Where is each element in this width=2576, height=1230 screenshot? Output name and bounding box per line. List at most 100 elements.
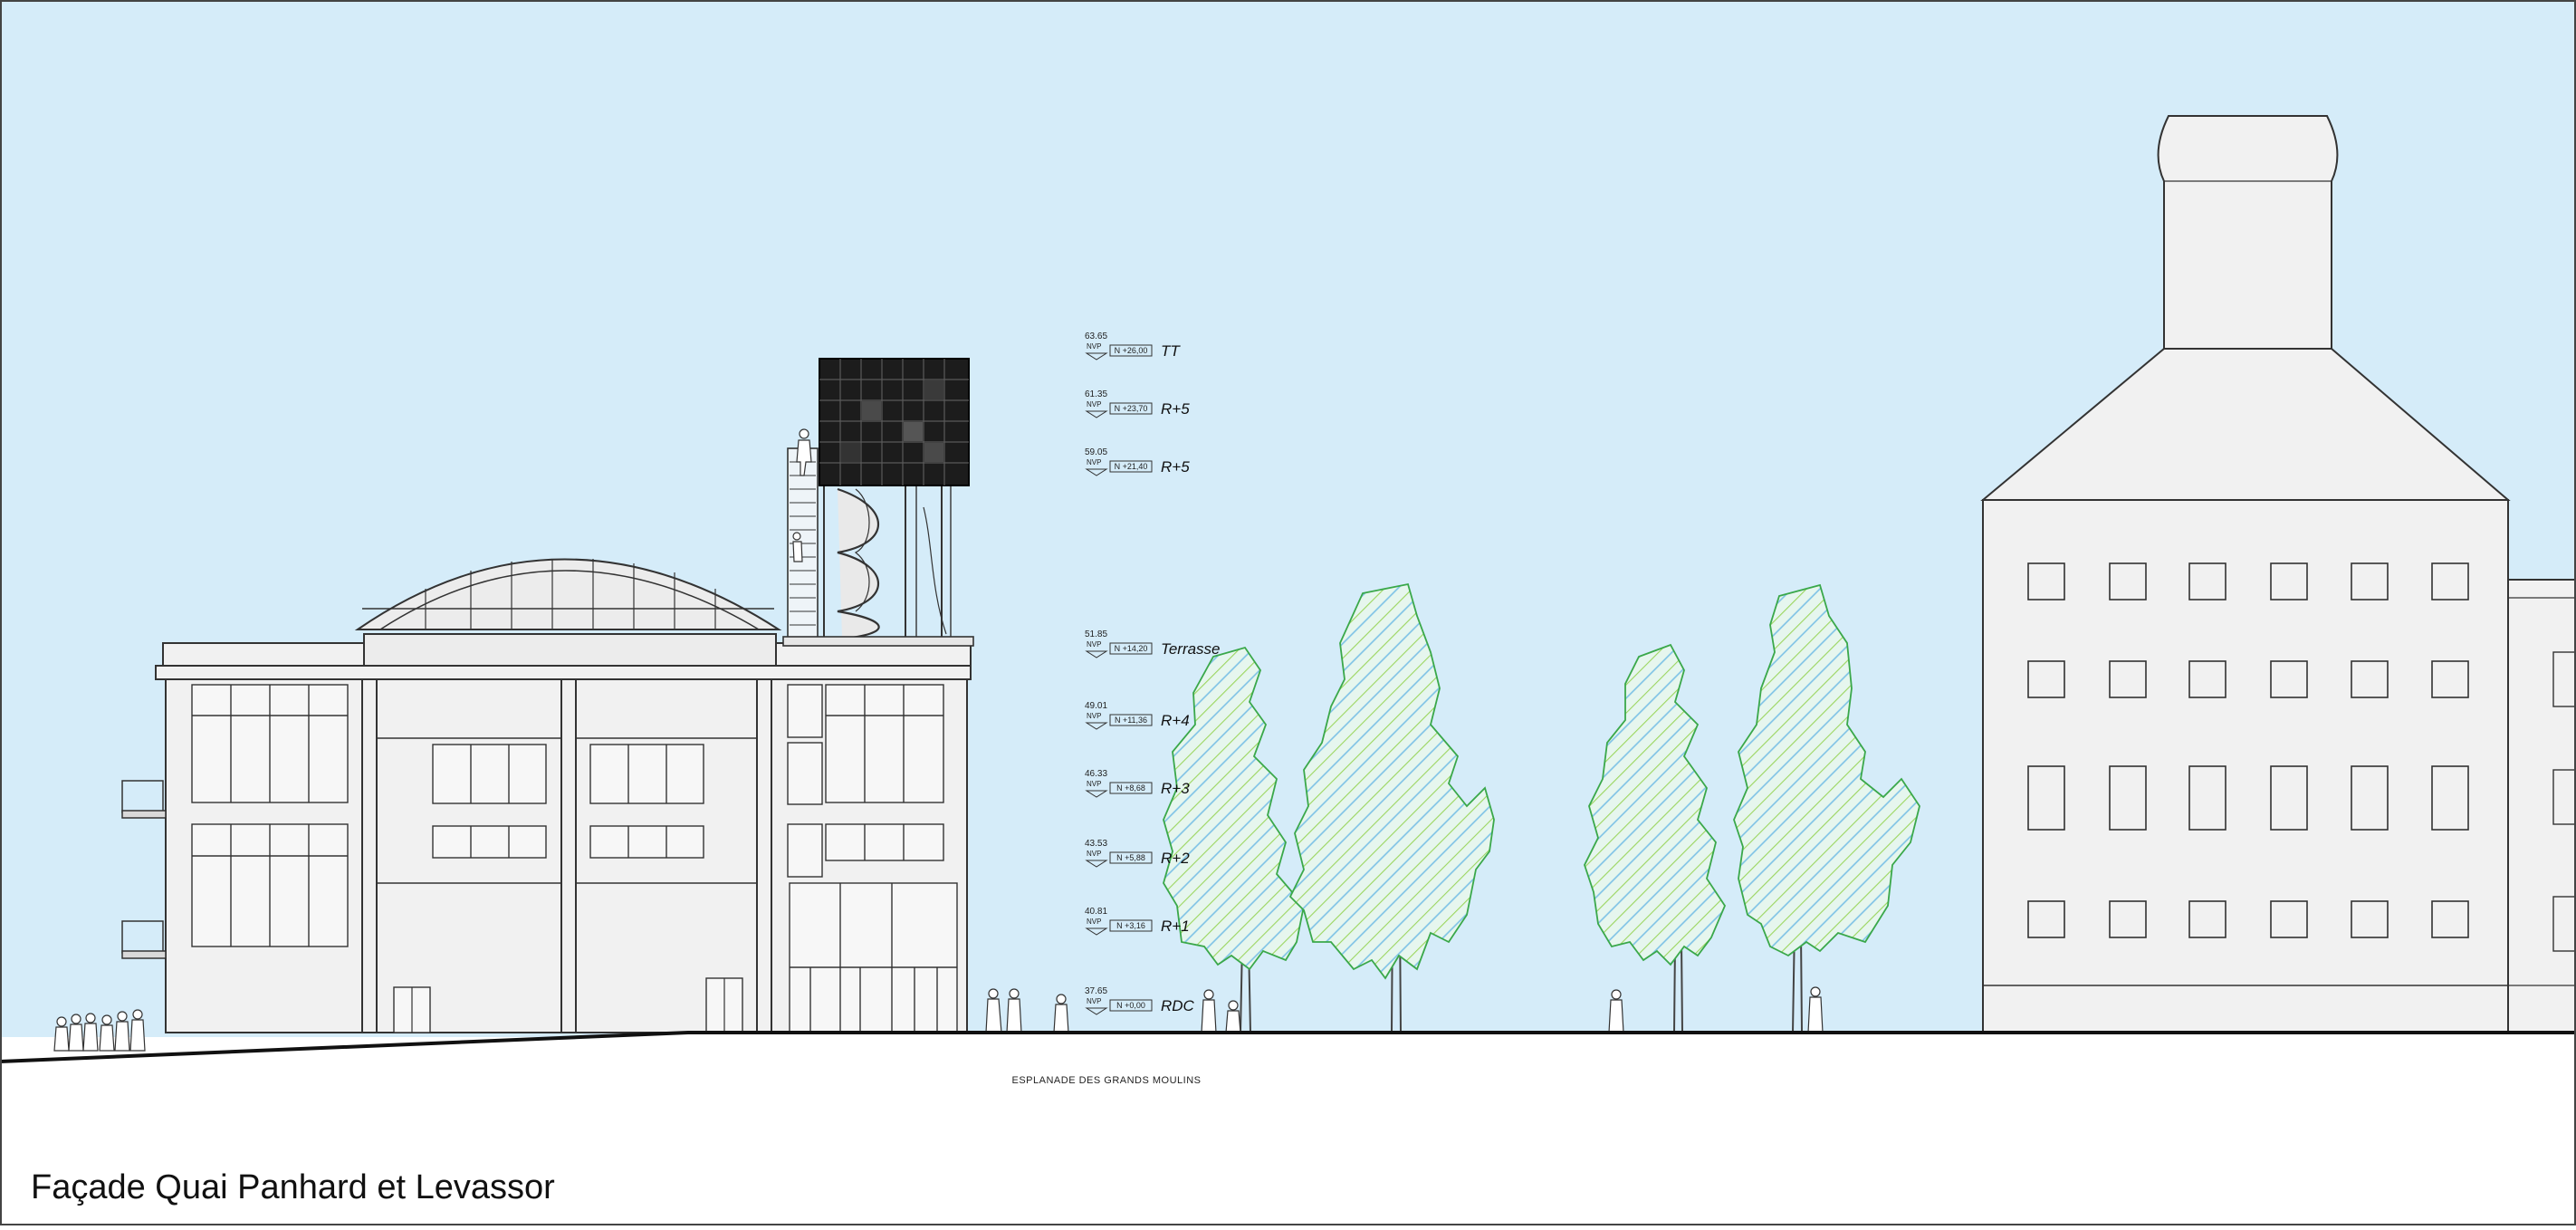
- window: [2270, 562, 2308, 601]
- window: [2270, 900, 2308, 938]
- level-box: [1109, 344, 1153, 357]
- window: [2188, 765, 2226, 831]
- right-building: [1980, 115, 2576, 1033]
- window: [2027, 660, 2065, 698]
- window: [2188, 660, 2226, 698]
- window: [2351, 765, 2389, 831]
- window: [2109, 900, 2147, 938]
- level-triangle-icon: [1085, 1007, 1108, 1015]
- level-name: R+4: [1161, 712, 1190, 729]
- black-cube: [819, 358, 970, 486]
- level-triangle-icon: [1085, 927, 1108, 936]
- level-box: [1109, 999, 1153, 1012]
- level-name: R+1: [1161, 918, 1190, 935]
- level-name: Terrasse: [1161, 640, 1221, 658]
- rooftop-tower: [782, 428, 974, 647]
- level-relative: N +23,70: [1115, 404, 1148, 413]
- nvp-marker: NVP: [1087, 997, 1101, 1005]
- level-relative: N +3,16: [1116, 921, 1145, 930]
- level-altitude: 43.53: [1085, 839, 1107, 849]
- window: [2109, 765, 2147, 831]
- trees: [1163, 582, 1920, 980]
- right-building-body: [1982, 499, 2509, 1033]
- nvp-marker: NVP: [1087, 458, 1101, 466]
- level-box: [1109, 782, 1153, 794]
- pedestrians: [53, 986, 1824, 1052]
- chimney-tower: [2157, 115, 2339, 350]
- tree-2: [1288, 582, 1495, 980]
- window: [2027, 900, 2065, 938]
- level-box: [1109, 919, 1153, 932]
- level-name: R+5: [1161, 458, 1190, 476]
- level-relative: N +5,88: [1116, 853, 1145, 862]
- window: [2351, 660, 2389, 698]
- level-name: TT: [1161, 342, 1181, 360]
- level-relative: N +8,68: [1116, 783, 1145, 793]
- street-label: ESPLANADE DES GRANDS MOULINS: [1012, 1075, 1202, 1086]
- window: [2027, 765, 2065, 831]
- nvp-marker: NVP: [1087, 850, 1101, 858]
- level-relative: N +0,00: [1116, 1001, 1145, 1010]
- level-altitude: 46.33: [1085, 769, 1107, 779]
- drawing-title: Façade Quai Panhard et Levassor: [31, 1168, 555, 1206]
- level-triangle-icon: [1085, 352, 1108, 360]
- window: [2188, 900, 2226, 938]
- window: [2431, 562, 2469, 601]
- level-altitude: 61.35: [1085, 389, 1107, 399]
- level-altitude: 51.85: [1085, 629, 1107, 639]
- window: [2431, 900, 2469, 938]
- window: [2351, 562, 2389, 601]
- tree-1: [1163, 646, 1305, 971]
- window: [2270, 765, 2308, 831]
- level-name: R+5: [1161, 400, 1190, 418]
- level-name: RDC: [1161, 997, 1195, 1014]
- level-relative: N +14,20: [1115, 644, 1148, 653]
- level-triangle-icon: [1085, 650, 1108, 658]
- level-box: [1109, 714, 1153, 726]
- nvp-marker: NVP: [1087, 640, 1101, 649]
- tree-3: [1584, 643, 1727, 966]
- level-name: R+3: [1161, 780, 1190, 797]
- nvp-marker: NVP: [1087, 918, 1101, 926]
- tree-4: [1733, 583, 1920, 957]
- pedestrian-group-left: [53, 1009, 146, 1052]
- level-triangle-icon: [1085, 468, 1108, 476]
- level-triangle-icon: [1085, 790, 1108, 798]
- nvp-marker: NVP: [1087, 780, 1101, 788]
- level-box: [1109, 851, 1153, 864]
- moulin-windows: [2027, 562, 2469, 938]
- level-altitude: 49.01: [1085, 701, 1107, 711]
- level-relative: N +11,36: [1115, 716, 1147, 725]
- left-building: [121, 558, 972, 1033]
- ground-line: [0, 1031, 2576, 1063]
- level-box: [1109, 642, 1153, 655]
- level-altitude: 40.81: [1085, 907, 1107, 917]
- level-relative: N +26,00: [1115, 346, 1148, 355]
- level-name: R+2: [1161, 850, 1190, 867]
- window: [2270, 660, 2308, 698]
- nvp-marker: NVP: [1087, 342, 1101, 351]
- level-altitude: 63.65: [1085, 332, 1107, 341]
- level-altitude: 37.65: [1085, 986, 1107, 996]
- level-box: [1109, 460, 1153, 473]
- window: [2109, 562, 2147, 601]
- window: [2188, 562, 2226, 601]
- level-altitude: 59.05: [1085, 447, 1107, 457]
- ground: [0, 1033, 2576, 1225]
- level-triangle-icon: [1085, 722, 1108, 730]
- curved-roof: [354, 558, 782, 630]
- nvp-marker: NVP: [1087, 712, 1101, 720]
- window: [2431, 660, 2469, 698]
- window: [2109, 660, 2147, 698]
